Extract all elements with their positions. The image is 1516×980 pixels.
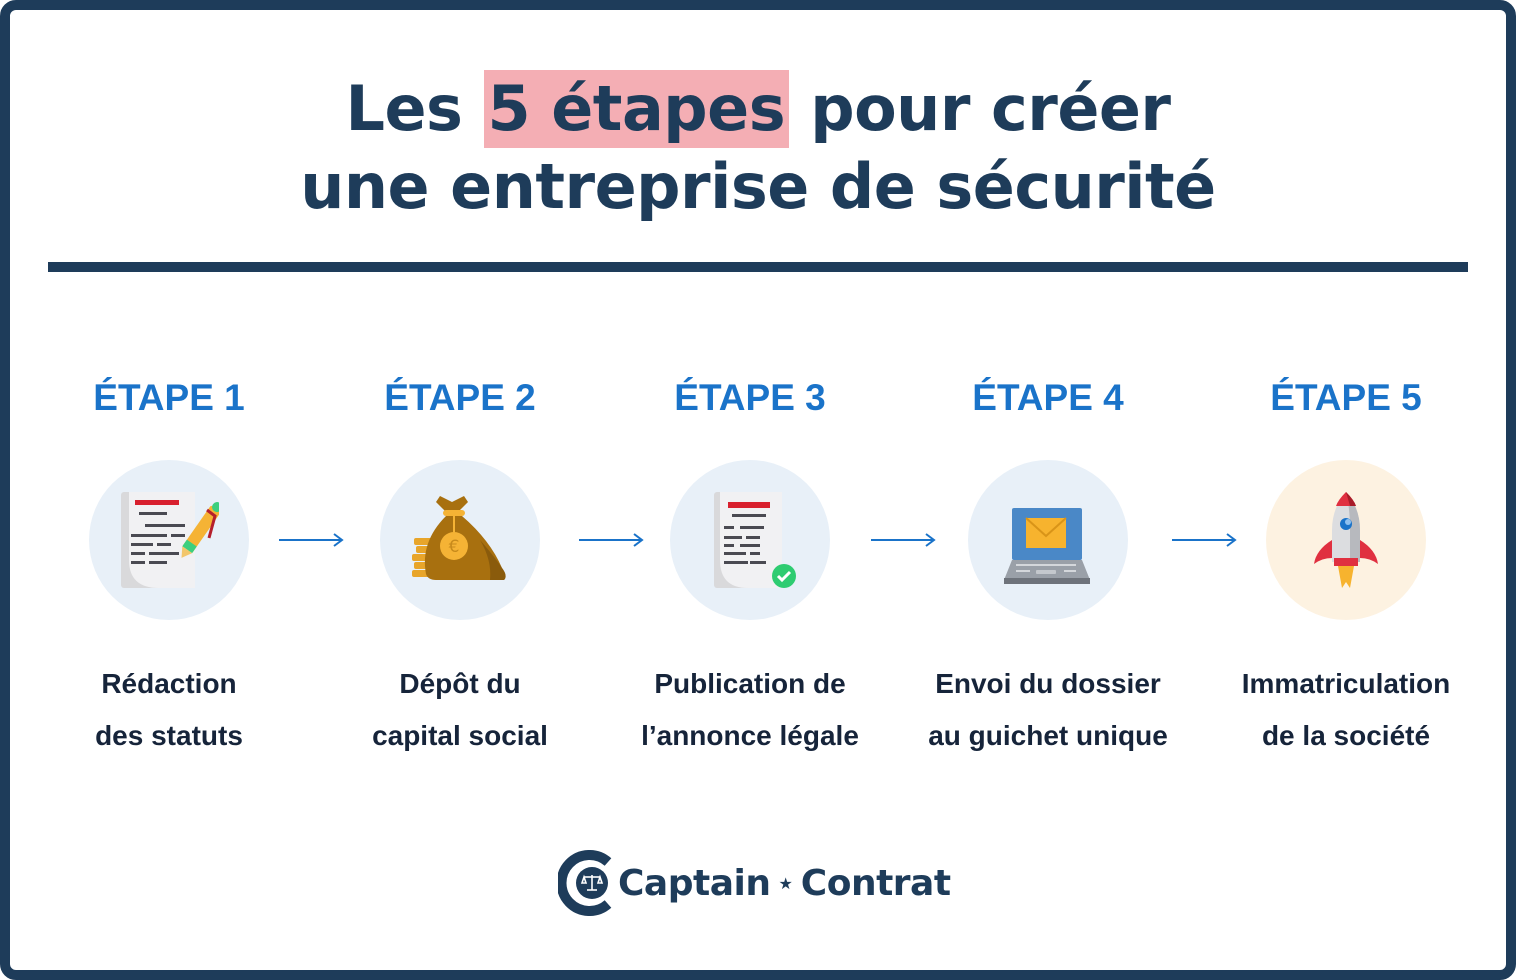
arrow-right-icon: [871, 533, 936, 547]
document-check-icon: [714, 492, 796, 588]
step-description: Dépôt du capital social: [310, 658, 610, 762]
step-1: ÉTAPE 1 Rédaction des statuts: [19, 370, 319, 762]
money-bag-euro-icon: €: [412, 496, 506, 580]
logo-word-captain: Captain: [618, 862, 771, 904]
step-icon-circle: [89, 460, 249, 620]
step-icon-circle: €: [380, 460, 540, 620]
arrow-right-icon: [1172, 533, 1237, 547]
step-description: Envoi du dossier au guichet unique: [898, 658, 1198, 762]
laptop-mail-icon: [1004, 508, 1090, 584]
step-description-line: Rédaction: [101, 668, 237, 699]
document-pen-icon: [121, 492, 219, 588]
step-3: ÉTAPE 3 Publication de l’annonce légale: [600, 370, 900, 762]
rocket-icon: [1314, 492, 1378, 588]
title-text: Les: [345, 72, 484, 145]
step-description: Rédaction des statuts: [19, 658, 319, 762]
step-description-line: au guichet unique: [928, 720, 1168, 751]
step-description-line: Publication de: [654, 668, 846, 699]
step-description: Publication de l’annonce légale: [600, 658, 900, 762]
step-description-line: de la société: [1261, 720, 1431, 751]
star-icon: ★: [778, 873, 793, 893]
title-line-1: Les 5 étapes pour créer: [0, 70, 1516, 148]
step-2: ÉTAPE 2 € Dépôt du capital social: [310, 370, 610, 762]
arrow-right-icon: [279, 533, 344, 547]
step-description-line: capital social: [372, 720, 548, 751]
title-text: pour créer: [789, 72, 1171, 145]
step-icon-circle: [670, 460, 830, 620]
arrow-right-icon: [579, 533, 644, 547]
step-icon-circle: [1266, 460, 1426, 620]
title-line-2: une entreprise de sécurité: [300, 150, 1216, 223]
step-4: ÉTAPE 4 Envoi du dossier au guichet uniq…: [898, 370, 1198, 762]
step-label: ÉTAPE 4: [972, 377, 1124, 418]
title-highlight: 5 étapes: [483, 70, 790, 148]
svg-text:€: €: [449, 537, 460, 557]
step-description: Immatriculation de la société: [1196, 658, 1496, 762]
divider: [48, 262, 1468, 272]
captain-contrat-logo: Captain ★ Contrat: [558, 850, 951, 916]
step-description-line: des statuts: [95, 720, 243, 751]
step-label: ÉTAPE 3: [674, 377, 826, 418]
step-label: ÉTAPE 2: [384, 377, 536, 418]
step-label: ÉTAPE 1: [93, 377, 245, 418]
logo-word-contrat: Contrat: [800, 862, 951, 904]
scales-of-justice-icon: [558, 850, 612, 916]
step-description-line: l’annonce légale: [641, 720, 859, 751]
step-label: ÉTAPE 5: [1270, 377, 1422, 418]
step-description-line: Envoi du dossier: [935, 668, 1161, 699]
step-5: ÉTAPE 5 Immatriculation de la société: [1196, 370, 1496, 762]
step-description-line: Immatriculation: [1241, 668, 1451, 699]
step-icon-circle: [968, 460, 1128, 620]
step-description-line: Dépôt du: [399, 668, 521, 699]
